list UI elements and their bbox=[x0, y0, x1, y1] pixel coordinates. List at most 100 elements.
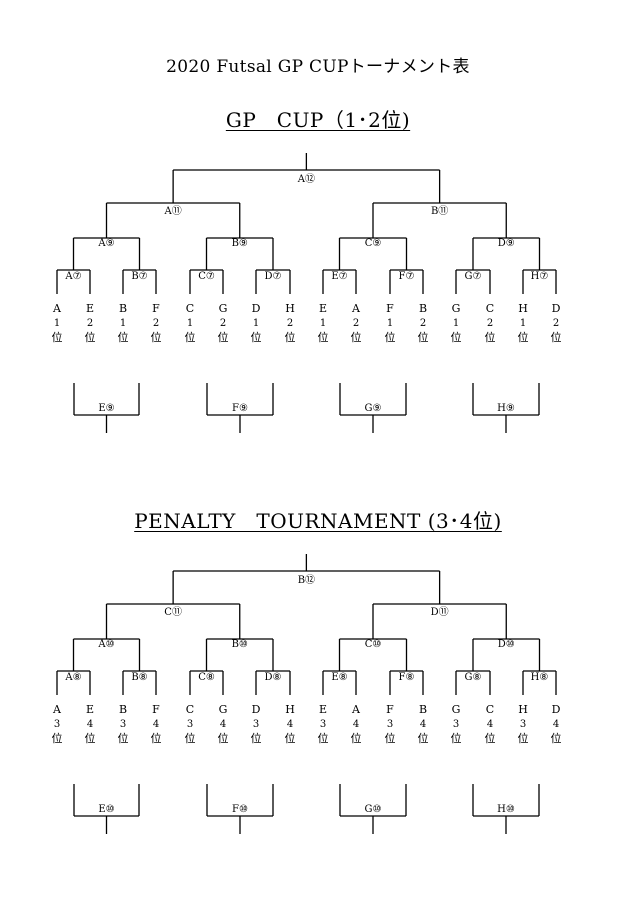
team-group-label: F bbox=[152, 302, 160, 315]
team-rank-suffix: 位 bbox=[351, 330, 362, 344]
section-heading-gp-cup: GP CUP（1･2位) bbox=[0, 104, 636, 133]
team-group-label: F bbox=[152, 703, 160, 716]
team-group-label: D bbox=[552, 302, 561, 315]
team-rank-label: 2 bbox=[420, 318, 426, 329]
team-rank-suffix: 位 bbox=[418, 330, 429, 344]
team-rank-suffix: 位 bbox=[285, 731, 296, 745]
team-group-label: H bbox=[518, 302, 528, 315]
match-label-round1: B⑧ bbox=[131, 672, 147, 683]
match-label-quarterfinal: C⑨ bbox=[365, 238, 382, 249]
team-group-label: F bbox=[386, 302, 394, 315]
team-rank-label: 1 bbox=[453, 318, 459, 329]
match-label-final: B⑫ bbox=[298, 574, 315, 586]
match-label-round1: H⑦ bbox=[531, 271, 549, 282]
team-rank-label: 1 bbox=[120, 318, 126, 329]
match-label-quarterfinal: A⑨ bbox=[97, 238, 114, 249]
team-group-label: D bbox=[552, 703, 561, 716]
team-rank-label: 2 bbox=[287, 318, 293, 329]
match-label-round1: E⑦ bbox=[331, 271, 347, 282]
team-rank-label: 3 bbox=[54, 719, 60, 730]
match-label-round1: G⑧ bbox=[465, 672, 482, 683]
match-label-quarterfinal: C⑩ bbox=[365, 639, 382, 650]
section-heading-text: GP CUP（1･2位) bbox=[225, 108, 411, 132]
team-group-label: D bbox=[252, 302, 261, 315]
team-group-label: C bbox=[486, 703, 494, 716]
team-group-label: C bbox=[486, 302, 494, 315]
team-rank-label: 2 bbox=[220, 318, 226, 329]
match-label-quarterfinal: D⑩ bbox=[498, 639, 515, 650]
match-label-quarterfinal: D⑨ bbox=[498, 238, 515, 249]
match-label-round1: A⑦ bbox=[64, 271, 81, 282]
team-rank-suffix: 位 bbox=[185, 731, 196, 745]
team-rank-label: 1 bbox=[253, 318, 259, 329]
team-rank-suffix: 位 bbox=[451, 731, 462, 745]
section-heading-text: PENALTY TOURNAMENT (3･4位) bbox=[134, 509, 502, 533]
match-label-consolation: H⑩ bbox=[497, 804, 515, 815]
team-rank-suffix: 位 bbox=[251, 731, 262, 745]
team-group-label: F bbox=[386, 703, 394, 716]
team-rank-label: 3 bbox=[253, 719, 259, 730]
team-rank-label: 4 bbox=[87, 719, 93, 730]
team-group-label: A bbox=[351, 302, 361, 315]
team-rank-suffix: 位 bbox=[85, 330, 96, 344]
team-rank-suffix: 位 bbox=[85, 731, 96, 745]
team-rank-label: 3 bbox=[520, 719, 526, 730]
team-rank-label: 3 bbox=[320, 719, 326, 730]
match-label-round1: A⑧ bbox=[64, 672, 81, 683]
match-label-round1: D⑧ bbox=[265, 672, 282, 683]
match-label-semifinal: D⑪ bbox=[431, 606, 449, 618]
team-group-label: E bbox=[86, 703, 94, 716]
match-label-quarterfinal: B⑩ bbox=[232, 639, 248, 650]
team-group-label: D bbox=[252, 703, 261, 716]
match-label-semifinal: C⑪ bbox=[164, 606, 182, 618]
team-group-label: E bbox=[86, 302, 94, 315]
team-rank-label: 2 bbox=[487, 318, 493, 329]
team-rank-suffix: 位 bbox=[118, 731, 129, 745]
team-rank-suffix: 位 bbox=[485, 731, 496, 745]
team-group-label: B bbox=[419, 302, 427, 315]
team-rank-suffix: 位 bbox=[518, 731, 529, 745]
team-group-label: B bbox=[119, 302, 127, 315]
match-label-round1: F⑦ bbox=[399, 271, 415, 282]
match-label-consolation: E⑨ bbox=[98, 403, 114, 414]
match-label-consolation: E⑩ bbox=[98, 804, 114, 815]
match-label-semifinal: A⑪ bbox=[164, 205, 182, 217]
team-group-label: A bbox=[52, 302, 62, 315]
team-rank-label: 3 bbox=[387, 719, 393, 730]
team-rank-label: 4 bbox=[353, 719, 359, 730]
match-label-consolation: G⑨ bbox=[365, 403, 382, 414]
match-label-consolation: F⑨ bbox=[232, 403, 248, 414]
team-rank-suffix: 位 bbox=[118, 330, 129, 344]
team-rank-label: 3 bbox=[187, 719, 193, 730]
team-group-label: C bbox=[186, 302, 194, 315]
team-group-label: G bbox=[452, 302, 461, 315]
match-label-round1: C⑧ bbox=[198, 672, 215, 683]
page-title: 2020 Futsal GP CUPトーナメント表 bbox=[166, 57, 470, 77]
team-rank-suffix: 位 bbox=[518, 330, 529, 344]
team-group-label: G bbox=[452, 703, 461, 716]
team-rank-label: 4 bbox=[553, 719, 559, 730]
team-rank-suffix: 位 bbox=[418, 731, 429, 745]
team-rank-label: 2 bbox=[87, 318, 93, 329]
team-rank-suffix: 位 bbox=[218, 330, 229, 344]
match-label-consolation: F⑩ bbox=[232, 804, 248, 815]
team-rank-label: 4 bbox=[220, 719, 226, 730]
team-rank-label: 1 bbox=[187, 318, 193, 329]
team-rank-label: 1 bbox=[54, 318, 60, 329]
team-rank-label: 2 bbox=[153, 318, 159, 329]
team-group-label: G bbox=[219, 703, 228, 716]
match-label-round1: D⑦ bbox=[265, 271, 282, 282]
team-rank-suffix: 位 bbox=[385, 330, 396, 344]
match-label-quarterfinal: B⑨ bbox=[232, 238, 248, 249]
team-group-label: H bbox=[285, 302, 295, 315]
team-group-label: B bbox=[119, 703, 127, 716]
team-rank-label: 2 bbox=[553, 318, 559, 329]
team-rank-suffix: 位 bbox=[151, 731, 162, 745]
team-rank-suffix: 位 bbox=[551, 731, 562, 745]
team-group-label: H bbox=[285, 703, 295, 716]
team-rank-label: 4 bbox=[153, 719, 159, 730]
match-label-round1: H⑧ bbox=[531, 672, 549, 683]
team-group-label: A bbox=[52, 703, 62, 716]
match-label-round1: C⑦ bbox=[198, 271, 215, 282]
